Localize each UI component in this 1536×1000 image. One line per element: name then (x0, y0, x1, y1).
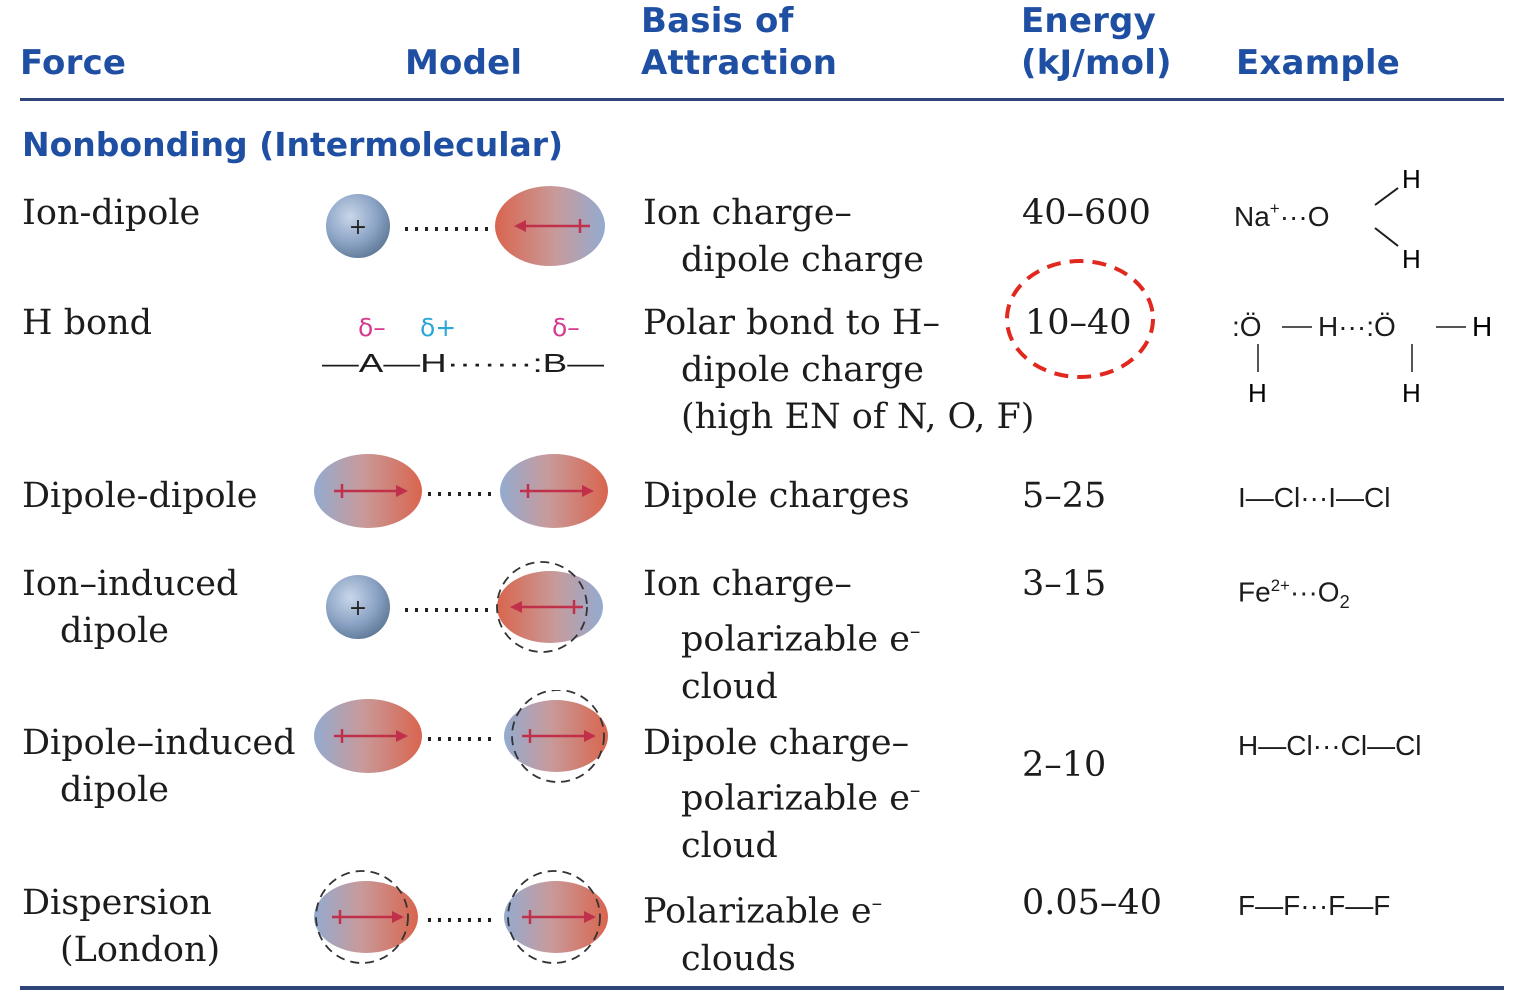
row6-energy: 0.05–40 (1022, 883, 1162, 923)
row2-basis: Polar bond to H– dipole charge (high EN … (643, 300, 1034, 441)
row6-force: Dispersion (London) (22, 880, 220, 974)
ex1-dots: ··· (1280, 201, 1308, 232)
row1-basis-line2: dipole charge (681, 240, 924, 280)
ex4-fe-sup: 2+ (1270, 576, 1290, 595)
row4-basis-line3: cloud (681, 666, 778, 707)
row2-force: H bond (22, 300, 152, 347)
row3-force: Dipole-dipole (22, 473, 257, 520)
row5-basis-line3: cloud (681, 825, 778, 866)
row5-force: Dipole–induced dipole (22, 720, 296, 814)
header-basis-line1: Basis of (641, 1, 794, 41)
row3-energy: 5–25 (1022, 476, 1107, 516)
ex4-fe: Fe (1238, 576, 1271, 608)
row6-basis-line2: clouds (681, 938, 796, 979)
row2-basis-line1: Polar bond to H– (643, 303, 940, 343)
ex2-h-mid: H (1318, 311, 1338, 342)
row3-basis-line1: Dipole charges (643, 476, 910, 516)
row1-basis: Ion charge– dipole charge (643, 190, 924, 284)
svg-text:H···:Ö: H···:Ö (1318, 311, 1396, 342)
row5-force-line1: Dipole–induced (22, 723, 296, 763)
row2-model-hbond: δ– δ+ δ– —A—H·······:B— (322, 313, 604, 378)
ex1-h-bottom: H (1402, 244, 1421, 270)
section-title: Nonbonding (Intermolecular) (22, 125, 564, 164)
row1-force-line1: Ion-dipole (22, 193, 201, 233)
row6-basis: Polarizable e– clouds (643, 880, 882, 983)
row4-model-ion-induced: + (326, 561, 603, 653)
ex2-h-bottom2: H (1402, 378, 1421, 408)
row1-force: Ion-dipole (22, 190, 200, 237)
row4-basis-line2: polarizable e– (643, 608, 920, 664)
row3-force-line1: Dipole-dipole (22, 476, 258, 516)
svg-text:Na+···O: Na+···O (1234, 199, 1330, 232)
row4-energy: 3–15 (1022, 564, 1107, 604)
row5-model-dipole-induced (314, 690, 608, 783)
row6-model-dispersion (314, 870, 608, 964)
svg-text::Ö: :Ö (1232, 311, 1262, 342)
row5-example: H—Cl···Cl—Cl (1238, 730, 1422, 761)
row2-energy: 10–40 (1025, 303, 1132, 343)
header-rule (20, 98, 1504, 101)
ion-sphere (326, 194, 390, 258)
delta-minus-b: δ– (552, 313, 580, 342)
row4-force-line2: dipole (60, 611, 169, 651)
row4-force: Ion–induced dipole (22, 561, 238, 655)
header-force: Force (20, 43, 127, 83)
ex2-o1: :Ö (1232, 311, 1262, 342)
row6-basis-line1-text: Polarizable e (643, 891, 872, 932)
ex1-na: Na (1234, 201, 1270, 232)
ex4-o-sub: 2 (1339, 591, 1350, 612)
row4-basis: Ion charge– polarizable e– cloud (643, 561, 920, 711)
ex2-h-right: H (1472, 311, 1492, 342)
row4-basis-line2-text: polarizable e (681, 619, 910, 660)
row4-force-line1: Ion–induced (22, 564, 239, 604)
header-energy-line2: (kJ/mol) (1021, 43, 1172, 83)
ex1-na-sup: + (1270, 199, 1280, 218)
hbond-chain: —A—H·······:B— (322, 348, 604, 378)
row2-basis-line3: (high EN of N, O, F) (681, 397, 1035, 437)
ex2-o2: :Ö (1366, 311, 1396, 342)
row5-basis-line2-text: polarizable e (681, 778, 910, 819)
row3-example: I—Cl···I—Cl (1238, 482, 1391, 513)
row6-example: F—F···F—F (1238, 890, 1391, 921)
row1-basis-line1: Ion charge– (643, 193, 852, 233)
row3-basis: Dipole charges (643, 473, 910, 520)
row1-example-na-water: Na+···O H H (1234, 164, 1421, 270)
row6-electron-sup: – (871, 891, 883, 915)
row1-model-ion-dipole: + (326, 186, 605, 266)
row4-example: Fe2+···O2 (1238, 566, 1528, 676)
bottom-rule (20, 986, 1504, 990)
row5-basis: Dipole charge– polarizable e– cloud (643, 720, 920, 870)
row5-force-line2: dipole (60, 770, 169, 810)
ex1-o: O (1308, 201, 1330, 232)
row6-force-line2: (London) (60, 930, 221, 970)
row2-basis-line2: dipole charge (681, 350, 924, 390)
ex2-h-bottom1: H (1248, 378, 1267, 408)
ex1-h-top: H (1402, 164, 1421, 194)
row6-basis-line1: Polarizable e– (643, 880, 882, 936)
header-basis: Basis of Attraction (641, 0, 837, 84)
row4-basis-line1: Ion charge– (643, 564, 852, 604)
row5-basis-line2: polarizable e– (643, 767, 920, 823)
delta-plus-h: δ+ (420, 313, 456, 342)
header-model: Model (405, 43, 523, 83)
row5-energy: 2–10 (1022, 745, 1107, 785)
delta-minus-a: δ– (358, 313, 386, 342)
row3-model-dipole-dipole (314, 454, 608, 528)
row2-force-line1: H bond (22, 303, 153, 343)
header-example: Example (1236, 43, 1400, 83)
header-energy: Energy (kJ/mol) (1021, 0, 1172, 84)
row4-electron-sup: – (909, 619, 921, 643)
plus-sign: + (349, 215, 367, 240)
row5-basis-line1: Dipole charge– (643, 723, 910, 763)
row6-force-line1: Dispersion (22, 883, 212, 923)
row1-energy: 40–600 (1022, 193, 1151, 233)
row2-example-water-hbond: :Ö H···:Ö H H H (1232, 311, 1492, 408)
ex2-dots: ··· (1338, 311, 1366, 342)
energy-highlight-circle (1005, 259, 1155, 379)
svg-text:+: + (349, 596, 367, 621)
ex4-dots-o: ···O (1289, 576, 1340, 608)
header-basis-line2: Attraction (641, 43, 838, 83)
row5-electron-sup: – (909, 778, 921, 802)
header-energy-line1: Energy (1021, 1, 1156, 41)
